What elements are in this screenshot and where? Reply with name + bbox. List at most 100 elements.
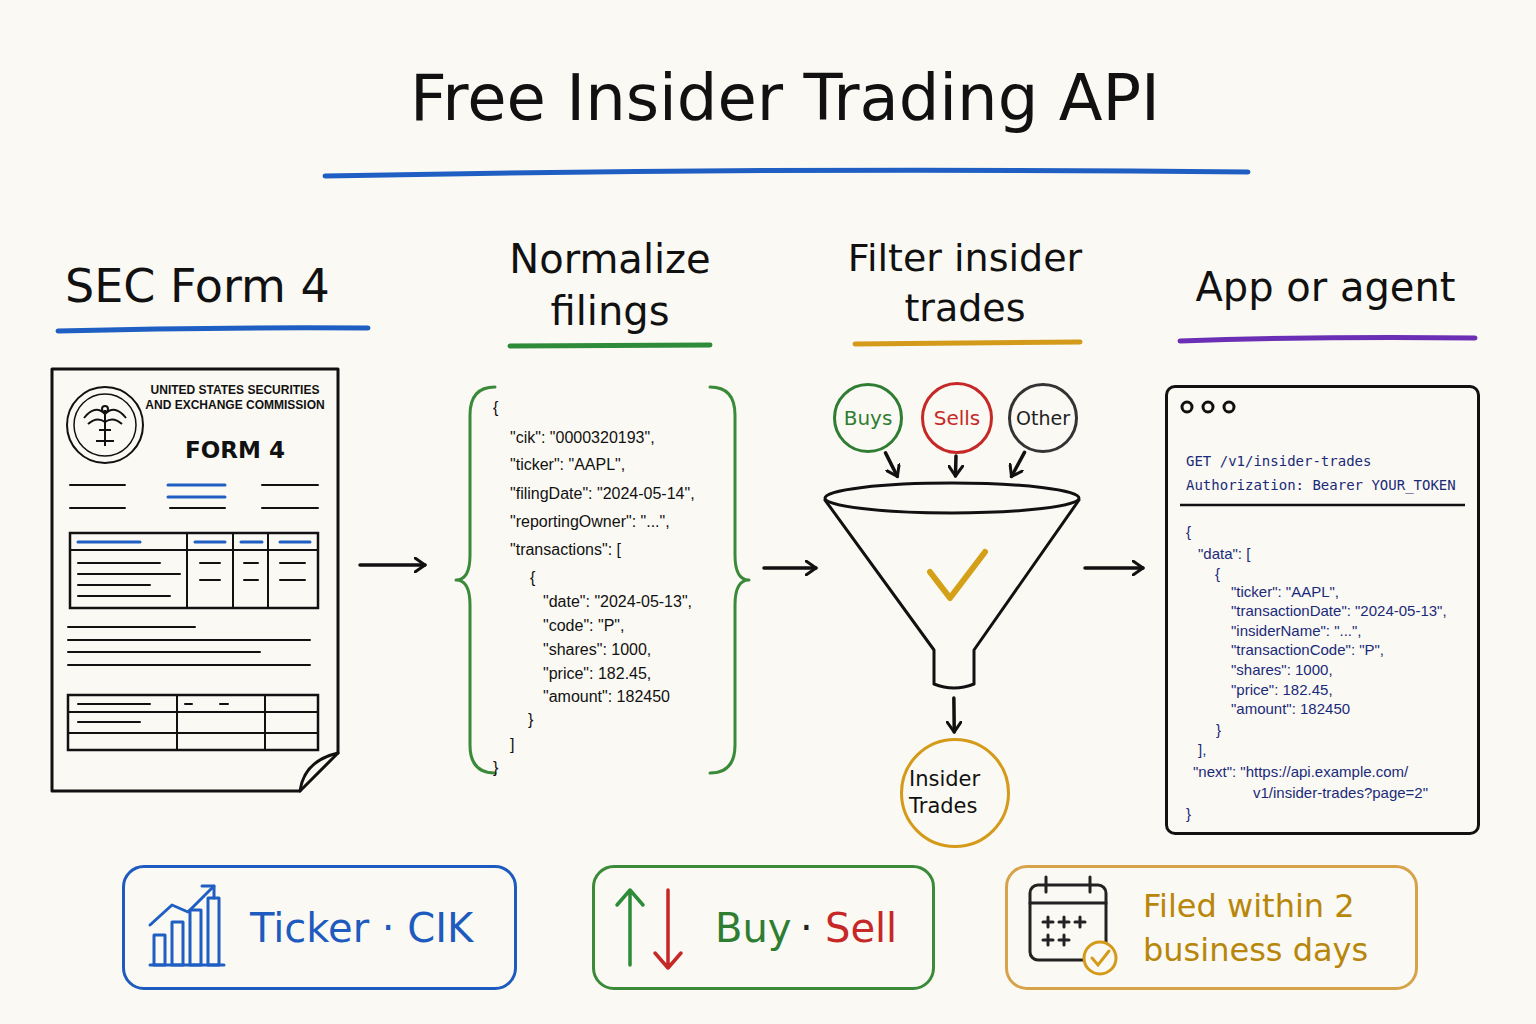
form-document: SEC Form 4UNITED STATES SECURITIES AND E…: [50, 367, 340, 793]
result-circle: Insider Trades: [900, 738, 1010, 848]
funnel-stroke: [930, 552, 985, 598]
form-title: FORM 4: [145, 437, 325, 465]
code-line: "transactions": [: [510, 540, 621, 560]
code-line: "ticker": "AAPL",: [510, 455, 625, 475]
code-line: GET /v1/insider-trades: [1186, 451, 1371, 471]
feature-label: Ticker · CIK: [250, 904, 473, 952]
code-line: ],: [1198, 740, 1206, 760]
code-line: "ticker": "AAPL",: [1231, 582, 1339, 602]
calendar-icon-part: [1030, 902, 1106, 905]
code-line: "reportingOwner": "...",: [510, 512, 670, 532]
title-underline-part: [325, 170, 1248, 176]
form-lines-part: [68, 627, 310, 665]
buy-sell-arrows-part: [655, 890, 681, 968]
calendar-icon-part: [1046, 877, 1090, 892]
code-line: {: [493, 398, 498, 418]
code-line: "cik": "0000320193",: [510, 428, 655, 448]
separator-dot: ·: [800, 904, 813, 952]
braces-stroke: [456, 387, 495, 773]
calendar-icon-part: [1043, 935, 1069, 945]
code-line: ]: [510, 735, 514, 755]
form-lines-part: [200, 563, 305, 580]
chart-icon-part: [150, 886, 214, 925]
column-heading: App or agent: [1163, 263, 1488, 311]
circle-label: Buys: [836, 386, 900, 450]
form-lines-part: [78, 704, 228, 722]
buy-sell-arrows: [617, 890, 681, 968]
chart-icon-part: [190, 910, 201, 965]
code-line: "transactionDate": "2024-05-13",: [1231, 601, 1447, 621]
code-line: }: [1186, 804, 1191, 824]
column-heading: SEC Form 4: [65, 259, 330, 314]
code-line: {: [1186, 522, 1191, 542]
chart-icon-part: [208, 898, 219, 965]
doc-stroke: [300, 753, 338, 791]
heading-underline: [58, 328, 1475, 346]
code-line: }: [528, 710, 533, 730]
code-line: {: [530, 568, 535, 588]
flow-arrow: [360, 563, 425, 567]
sec-seal-part: [74, 394, 136, 456]
feature-box: Buy·Sell: [592, 865, 935, 990]
code-line: "shares": 1000,: [543, 640, 651, 660]
code-line: "filingDate": "2024-05-14",: [510, 484, 695, 504]
calendar-icon: [1030, 877, 1116, 974]
code-line: Authorization: Bearer YOUR_TOKEN: [1186, 475, 1456, 495]
browser-chrome-part: [1224, 402, 1234, 412]
heading-underline-part: [58, 328, 368, 331]
feature-label: Buy: [715, 904, 791, 952]
code-line: "code": "P",: [543, 616, 624, 636]
form-lines-part: [170, 507, 225, 509]
doc-stroke: [52, 369, 338, 791]
code-line: "data": [: [1198, 544, 1250, 564]
code-line: "price": 182.45,: [543, 664, 651, 684]
form-lines-part: [78, 563, 180, 596]
form-lines-part: [168, 485, 225, 497]
funnel-stroke: [825, 500, 1079, 688]
flow-arrow: [1011, 452, 1024, 476]
code-line: "insiderName": "...",: [1231, 621, 1362, 641]
heading-underline-part: [855, 342, 1080, 344]
circle-label: Sells: [924, 385, 990, 451]
sec-seal: [67, 387, 143, 463]
form-lines-part: [78, 541, 310, 544]
sec-seal-part: [102, 406, 108, 412]
code-line: }: [1216, 720, 1221, 740]
code-line: "amount": 182450: [543, 687, 670, 707]
chart-icon-part: [154, 935, 165, 965]
feature-box: Ticker · CIK: [122, 865, 517, 990]
calendar-icon-part: [1092, 951, 1109, 965]
browser-chrome: [1180, 402, 1465, 505]
code-line: }: [493, 758, 498, 778]
code-line: "price": 182.45,: [1231, 680, 1333, 700]
feature-box: Filed within 2 business days: [1005, 865, 1418, 990]
form-lines: [68, 485, 318, 750]
browser-chrome-part: [1203, 402, 1213, 412]
flow-arrow: [886, 453, 898, 477]
funnel-stroke: [825, 483, 1079, 513]
code-line: "next": "https://api.example.com/: [1193, 762, 1408, 782]
browser-chrome-part: [1182, 402, 1192, 412]
sec-seal-part: [96, 410, 114, 446]
form-lines-part: [70, 485, 318, 508]
category-circle: Buys: [833, 383, 903, 453]
code-line: {: [1215, 564, 1220, 584]
doc-outline: [50, 367, 340, 793]
form-lines-part: [70, 533, 318, 608]
heading-underline-part: [510, 345, 710, 346]
browser-window: App or agentGET /v1/insider-tradesAuthor…: [1165, 385, 1480, 835]
form-lines-part: [70, 533, 318, 608]
column-heading: Filter insider trades: [830, 233, 1100, 333]
agency-name: UNITED STATES SECURITIES AND EXCHANGE CO…: [145, 383, 325, 413]
category-circle: Sells: [921, 382, 993, 454]
column-heading: Normalize filings: [500, 233, 720, 337]
code-line: "date": "2024-05-13",: [543, 592, 692, 612]
code-line: "amount": 182450: [1231, 699, 1350, 719]
flow-arrow: [1085, 566, 1143, 570]
sec-seal-part: [67, 387, 143, 463]
feature-label: Filed within 2 business days: [1143, 884, 1408, 972]
browser-chrome-part: [1180, 504, 1465, 507]
